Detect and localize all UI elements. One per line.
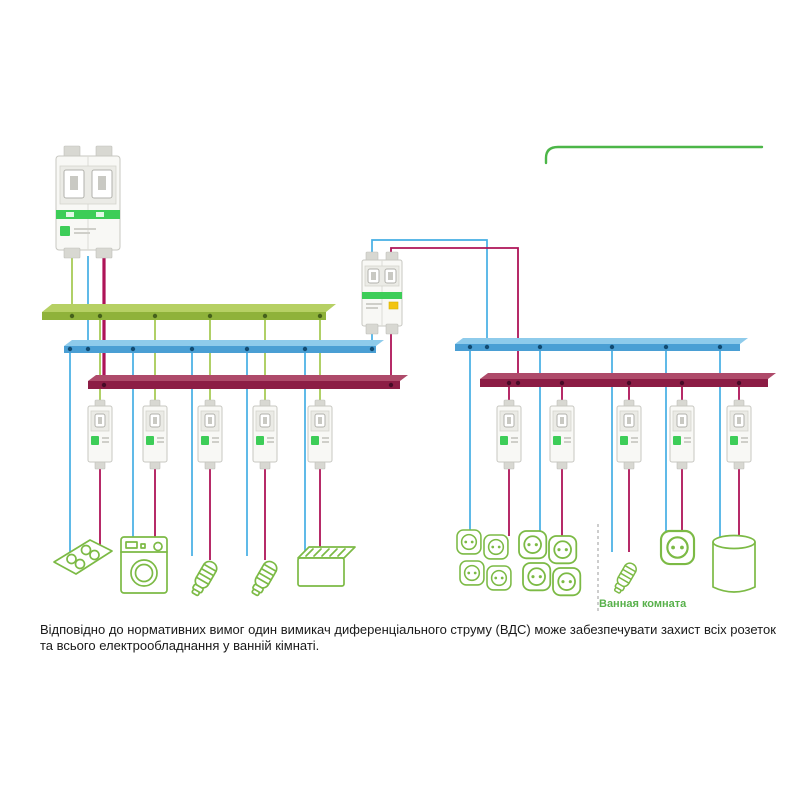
main-circuit-breaker xyxy=(55,145,121,259)
socket-icon xyxy=(522,562,552,592)
main-breaker-terminal xyxy=(95,247,113,259)
caption-text: Відповідно до нормативних вимог один вим… xyxy=(40,622,776,653)
cfl-lamp-icon-1 xyxy=(187,558,220,599)
busbar-maroon-left xyxy=(88,375,408,389)
circuit-breaker-9 xyxy=(669,399,695,470)
busbar-front-face xyxy=(455,344,740,351)
socket-icon xyxy=(483,534,509,560)
stove-burner xyxy=(80,544,92,556)
wires xyxy=(69,239,740,560)
busbar-top-face xyxy=(42,304,336,312)
wire-rcd-neutral-out xyxy=(371,239,488,346)
rcd-terminal xyxy=(365,323,379,335)
main-breaker-band-mark xyxy=(96,212,104,217)
busbar-blue-left xyxy=(64,340,384,353)
washer-door-inner xyxy=(134,563,154,583)
heater-icon xyxy=(297,546,356,587)
socket-icon xyxy=(518,530,548,560)
cfl-lamp-icon-2 xyxy=(247,558,280,599)
boiler-top xyxy=(712,534,756,550)
socket-icon xyxy=(552,567,582,597)
stove-burner xyxy=(66,553,77,565)
washer-knob xyxy=(153,541,163,552)
rcd-green-band xyxy=(362,292,402,299)
socket-icon xyxy=(486,565,512,591)
boiler-body xyxy=(712,541,756,593)
busbar-front-face xyxy=(64,346,376,353)
washer-button xyxy=(140,543,146,549)
heater-front-face xyxy=(297,557,345,587)
socket-icon xyxy=(456,529,482,555)
circuit-breaker-1 xyxy=(87,399,113,470)
rcd-device xyxy=(361,251,403,335)
circuit-breaker-6 xyxy=(496,399,522,470)
circuit-breaker-4 xyxy=(252,399,278,470)
busbar-top-face xyxy=(455,338,748,344)
main-breaker-toggle-slot xyxy=(70,176,78,190)
busbar-front-face xyxy=(88,381,400,389)
circuit-breaker-10 xyxy=(726,399,752,470)
junction-dots xyxy=(67,313,742,388)
wire-rcd-phase-out xyxy=(390,247,519,381)
stove-hob-surface xyxy=(53,539,113,575)
main-breaker-marking xyxy=(74,232,90,234)
stove-burner xyxy=(74,558,86,570)
washer-drawer xyxy=(125,541,138,549)
rcd-marking xyxy=(366,303,382,305)
heater-vents xyxy=(305,548,346,557)
busbar-top-face xyxy=(88,375,408,381)
circuit-breaker-7 xyxy=(549,399,575,470)
circuit-breaker-5 xyxy=(307,399,333,470)
stove-icon xyxy=(53,539,113,575)
busbar-blue-right xyxy=(455,338,748,351)
rcd-toggle-slot xyxy=(388,272,393,280)
circuit-breaker-2 xyxy=(142,399,168,470)
stove-burner xyxy=(89,549,100,561)
circuit-breaker-8 xyxy=(616,399,642,470)
socket-group-b-icon xyxy=(518,530,582,597)
socket-icon xyxy=(548,535,578,565)
main-breaker-marking xyxy=(74,228,96,230)
rcd-terminal xyxy=(385,323,399,335)
busbar-top-face xyxy=(64,340,384,346)
rcd-toggle-slot xyxy=(371,272,376,280)
callout-corner-line xyxy=(544,145,764,165)
washing-machine-icon xyxy=(120,536,168,594)
socket-icon xyxy=(459,560,485,586)
boiler-icon xyxy=(712,534,756,593)
main-breaker-logo xyxy=(60,226,70,236)
socket-group-a-icon xyxy=(456,529,512,591)
single-socket-icon xyxy=(659,529,696,566)
main-breaker-green-band xyxy=(56,210,120,219)
washer-door xyxy=(130,559,158,587)
branch-breakers xyxy=(87,399,752,470)
cfl-lamp-icon-3 xyxy=(610,560,640,596)
bathroom-room-label: Ванная комната xyxy=(599,598,687,610)
circuit-breaker-3 xyxy=(197,399,223,470)
busbar-maroon-right xyxy=(480,373,776,387)
busbar-green-left xyxy=(42,304,336,320)
busbar-front-face xyxy=(480,379,768,387)
main-breaker-toggle-slot xyxy=(98,176,106,190)
main-breaker-band-mark xyxy=(66,212,74,217)
busbar-top-face xyxy=(480,373,776,379)
main-breaker-terminal xyxy=(63,247,81,259)
rcd-test-button xyxy=(388,301,399,310)
busbar-front-face xyxy=(42,312,326,320)
rcd-marking xyxy=(366,307,378,309)
